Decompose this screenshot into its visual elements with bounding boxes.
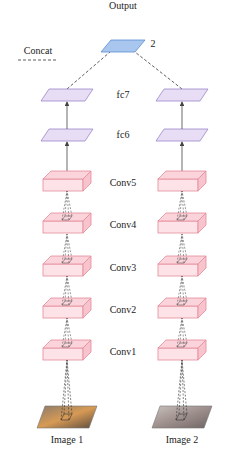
layer-label: Conv3 xyxy=(110,262,137,274)
image-label: Image 1 xyxy=(51,434,84,446)
layer-label: Conv1 xyxy=(110,346,137,358)
image-label: Image 2 xyxy=(166,434,199,446)
layer-heading: Output xyxy=(98,0,148,12)
output-layer: Output xyxy=(98,0,148,56)
layer-label: Conv2 xyxy=(110,304,137,316)
legend-text: Concat xyxy=(24,45,52,57)
size-label: 2 xyxy=(151,38,156,50)
layer-label: fc6 xyxy=(117,129,130,141)
layer-label: Conv4 xyxy=(110,219,137,231)
legend-line xyxy=(18,60,58,61)
layer-label: Conv5 xyxy=(110,177,137,189)
layer-label: fc7 xyxy=(117,89,130,101)
